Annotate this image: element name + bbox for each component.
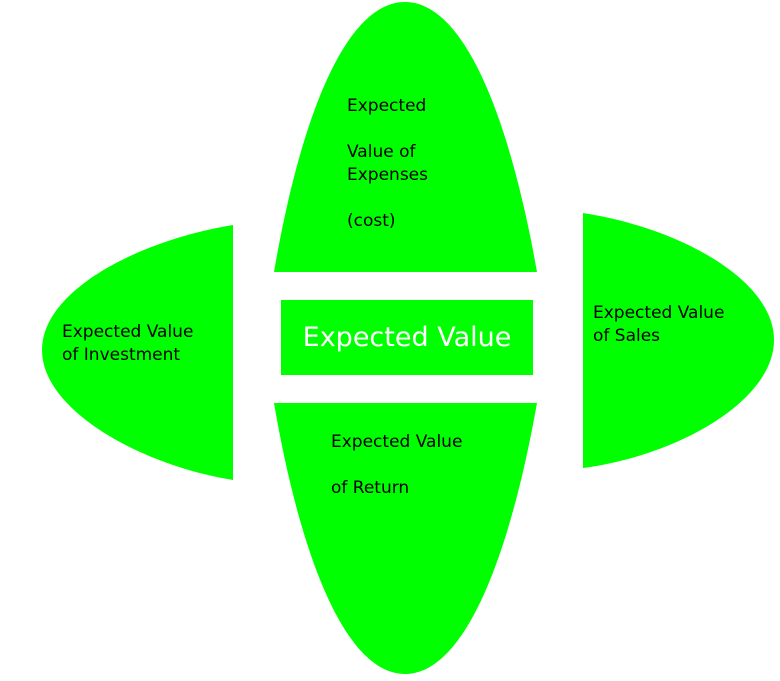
top-petal-shape (274, 2, 537, 272)
bottom-line-gap (331, 454, 462, 477)
bottom-petal-label: Expected Value of Return (331, 431, 462, 500)
left-petal-label: Expected Value of Investment (62, 321, 193, 367)
top-line-6: (cost) (347, 211, 396, 231)
left-line-2: of Investment (62, 345, 181, 365)
top-line-gap (347, 118, 428, 141)
center-label: Expected Value (302, 322, 512, 353)
top-line-gap-2 (347, 187, 428, 210)
top-line-4: Expenses (347, 165, 428, 185)
bottom-line-3: of Return (331, 478, 410, 498)
bottom-petal-shape (274, 403, 537, 674)
top-petal-label: Expected Value of Expenses (cost) (347, 95, 428, 233)
bottom-line-1: Expected Value (331, 432, 463, 452)
top-line-3: Value of (347, 142, 416, 162)
right-petal-label: Expected Value of Sales (593, 302, 724, 348)
left-petal-shape (42, 225, 233, 480)
right-line-1: Expected Value (593, 303, 725, 323)
center-box-shape (281, 300, 533, 375)
left-line-1: Expected Value (62, 322, 194, 342)
right-petal-shape (583, 213, 774, 468)
right-line-2: of Sales (593, 326, 661, 346)
top-line-1: Expected (347, 96, 427, 116)
